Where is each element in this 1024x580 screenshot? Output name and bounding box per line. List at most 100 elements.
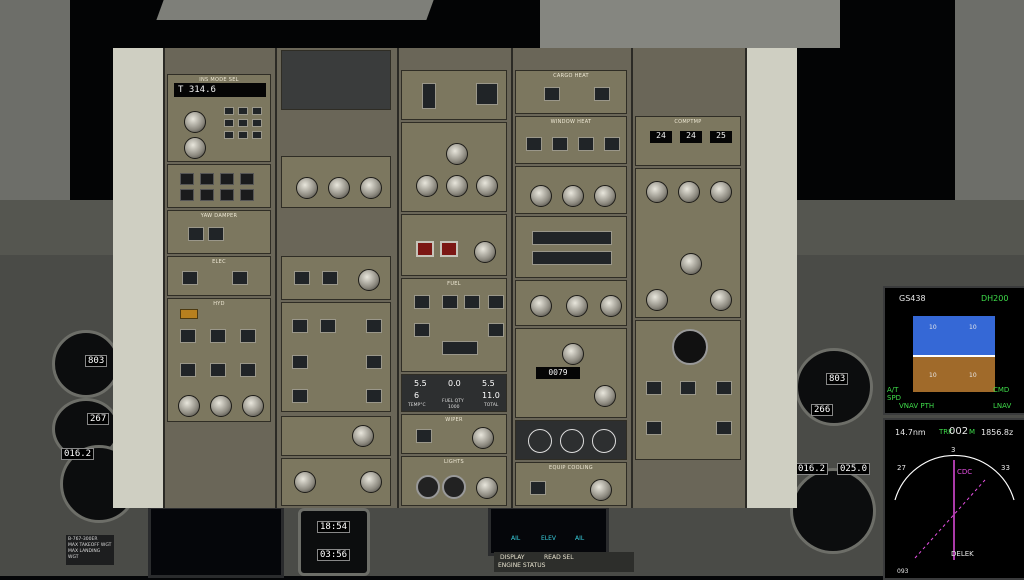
- wing-anti-ice-knob[interactable]: [446, 143, 468, 165]
- fctl-switch-3[interactable]: [220, 173, 234, 185]
- rate-knob[interactable]: [594, 385, 616, 407]
- temp-knob-fwd[interactable]: [646, 181, 668, 203]
- elec-left-button[interactable]: [182, 271, 198, 285]
- keypad-8[interactable]: [238, 131, 248, 139]
- probe-knob-1[interactable]: [530, 185, 552, 207]
- probe-knob-2[interactable]: [562, 185, 584, 207]
- fire-handle-right[interactable]: [440, 241, 458, 257]
- fuel-pump-1[interactable]: [414, 295, 430, 309]
- engine-knob-1[interactable]: [296, 177, 318, 199]
- window-heat-2[interactable]: [552, 137, 568, 151]
- hyd-knob-2[interactable]: [210, 395, 232, 417]
- engine-knob-3[interactable]: [360, 177, 382, 199]
- equip-cooling-knob[interactable]: [590, 479, 612, 501]
- cvr-knob-2[interactable]: [360, 471, 382, 493]
- yaw-damper-right-button[interactable]: [208, 227, 224, 241]
- fctl-switch-8[interactable]: [240, 189, 254, 201]
- bleed-right[interactable]: [716, 381, 732, 395]
- ins-mode-knob[interactable]: [184, 137, 206, 159]
- engine-anti-ice-center[interactable]: [446, 175, 468, 197]
- window-heat-4[interactable]: [604, 137, 620, 151]
- hyd-button-2[interactable]: [210, 329, 226, 343]
- emer-lights-switch[interactable]: [422, 83, 436, 109]
- apu-knob[interactable]: [358, 269, 380, 291]
- window-heat-3[interactable]: [578, 137, 594, 151]
- landing-light-left[interactable]: [416, 475, 440, 499]
- keypad-2[interactable]: [238, 107, 248, 115]
- yaw-damper-left-button[interactable]: [188, 227, 204, 241]
- pack-knob[interactable]: [680, 253, 702, 275]
- drive-left-button[interactable]: [292, 389, 308, 403]
- fire-handle-left[interactable]: [416, 241, 434, 257]
- fuel-pump-5[interactable]: [414, 323, 430, 337]
- keypad-5[interactable]: [238, 119, 248, 127]
- bus-tie-center[interactable]: [320, 319, 336, 333]
- cargo-heat-aft[interactable]: [594, 87, 610, 101]
- bleed-apu[interactable]: [680, 381, 696, 395]
- window-heat-1[interactable]: [526, 137, 542, 151]
- keypad-1[interactable]: [224, 107, 234, 115]
- fctl-switch-2[interactable]: [200, 173, 214, 185]
- engine-anti-ice-left[interactable]: [416, 175, 438, 197]
- press-knob-3[interactable]: [600, 295, 622, 317]
- drive-right-button[interactable]: [366, 389, 382, 403]
- keypad-7[interactable]: [224, 131, 234, 139]
- hyd-knob-1[interactable]: [178, 395, 200, 417]
- pass-oxygen-button[interactable]: [476, 83, 498, 105]
- hyd-button-5[interactable]: [210, 363, 226, 377]
- press-knob-2[interactable]: [566, 295, 588, 317]
- cvr-knob-1[interactable]: [294, 471, 316, 493]
- keypad-4[interactable]: [224, 119, 234, 127]
- apu-button-1[interactable]: [294, 271, 310, 285]
- equip-cooling-button[interactable]: [530, 481, 546, 495]
- hyd-knob-3[interactable]: [242, 395, 264, 417]
- fuel-pump-6[interactable]: [488, 323, 504, 337]
- engine-anti-ice-right[interactable]: [476, 175, 498, 197]
- fuel-pump-4[interactable]: [488, 295, 504, 309]
- hyd-button-4[interactable]: [180, 363, 196, 377]
- ins-select-knob[interactable]: [184, 111, 206, 133]
- bleed-left[interactable]: [646, 381, 662, 395]
- wiper-knob[interactable]: [472, 427, 494, 449]
- fctl-switch-6[interactable]: [200, 189, 214, 201]
- gen-left-button[interactable]: [292, 355, 308, 369]
- bus-tie-right[interactable]: [366, 319, 382, 333]
- temp-knob-mid[interactable]: [678, 181, 700, 203]
- probe-knob-3[interactable]: [594, 185, 616, 207]
- fctl-switch-1[interactable]: [180, 173, 194, 185]
- fuel-qty-right: 5.5: [482, 379, 495, 388]
- fuel-pump-2[interactable]: [442, 295, 458, 309]
- temp-knob-aft[interactable]: [710, 181, 732, 203]
- apu-button-2[interactable]: [322, 271, 338, 285]
- gen-right-button[interactable]: [366, 355, 382, 369]
- landing-alt-knob[interactable]: [562, 343, 584, 365]
- fuel-pump-3[interactable]: [464, 295, 480, 309]
- keypad-9[interactable]: [252, 131, 262, 139]
- fctl-switch-7[interactable]: [220, 189, 234, 201]
- isolation-left[interactable]: [646, 421, 662, 435]
- engine-knob-2[interactable]: [328, 177, 350, 199]
- press-knob-1[interactable]: [530, 295, 552, 317]
- fctl-switch-5[interactable]: [180, 189, 194, 201]
- keypad-6[interactable]: [252, 119, 262, 127]
- fire-test-knob[interactable]: [474, 241, 496, 263]
- hyd-button-3[interactable]: [240, 329, 256, 343]
- ail-label-left: AIL: [511, 535, 521, 542]
- window-heat-button[interactable]: [416, 429, 432, 443]
- keypad-3[interactable]: [252, 107, 262, 115]
- recirc-fans-row-2[interactable]: [532, 251, 612, 265]
- trim-air-right[interactable]: [710, 289, 732, 311]
- apu-start-knob[interactable]: [352, 425, 374, 447]
- cargo-heat-fwd[interactable]: [544, 87, 560, 101]
- elec-right-button[interactable]: [232, 271, 248, 285]
- hyd-button-1[interactable]: [180, 329, 196, 343]
- fctl-switch-4[interactable]: [240, 173, 254, 185]
- trim-air-left[interactable]: [646, 289, 668, 311]
- landing-light-right[interactable]: [442, 475, 466, 499]
- bus-tie-left[interactable]: [292, 319, 308, 333]
- crossfeed-button[interactable]: [442, 341, 478, 355]
- hyd-button-6[interactable]: [240, 363, 256, 377]
- wiper-rate-knob[interactable]: [476, 477, 498, 499]
- recirc-fans-row-1[interactable]: [532, 231, 612, 245]
- isolation-right[interactable]: [716, 421, 732, 435]
